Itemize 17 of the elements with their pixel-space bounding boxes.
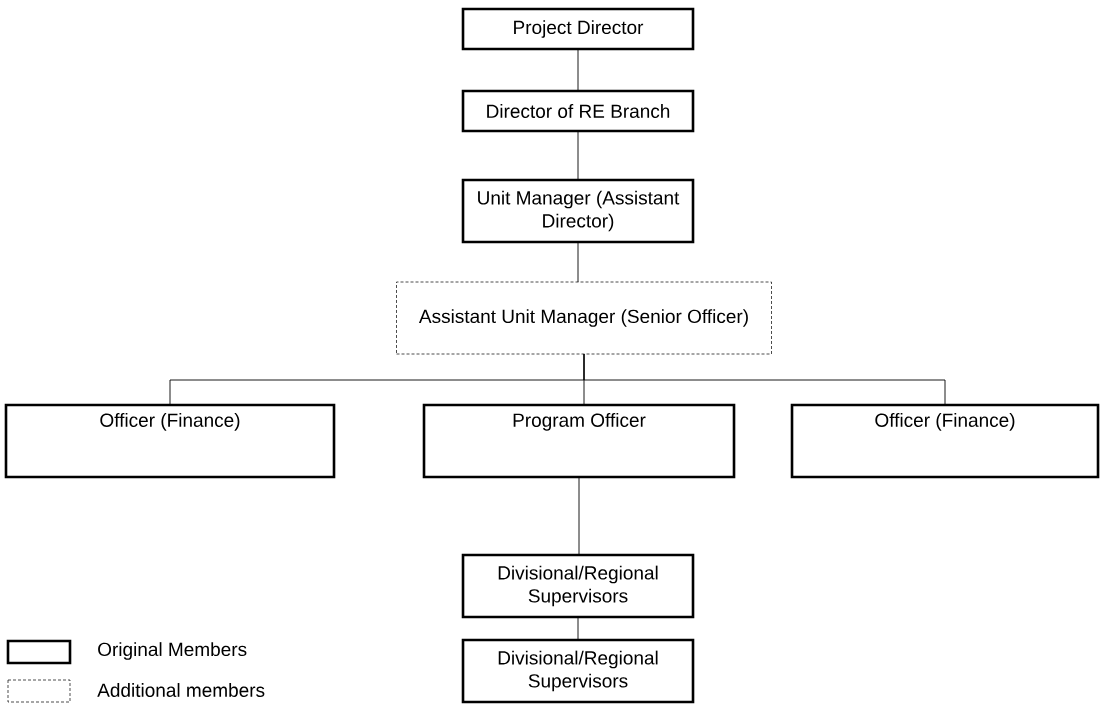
role-box: Project Director [461,7,695,51]
legend-label: Additional members [97,683,265,697]
connector-line [583,353,946,406]
role-box: Program Officer [422,403,736,479]
connector-line [578,476,580,556]
connector-line [577,130,579,181]
role-box: Director of RE Branch [461,89,695,133]
role-box: Divisional/Regional Supervisors [461,638,695,704]
role-box: Officer (Finance) [4,403,336,479]
role-box: Officer (Finance) [790,403,1100,479]
role-box: Divisional/Regional Supervisors [461,553,695,619]
role-box: Unit Manager (Assistant Director) [461,178,695,244]
legend-label: Original Members [98,642,247,660]
connector-line [577,241,579,283]
connector-line [577,616,579,641]
connector-line [577,48,579,92]
dashed-box: Assistant Unit Manager (Senior Officer) [396,281,772,355]
